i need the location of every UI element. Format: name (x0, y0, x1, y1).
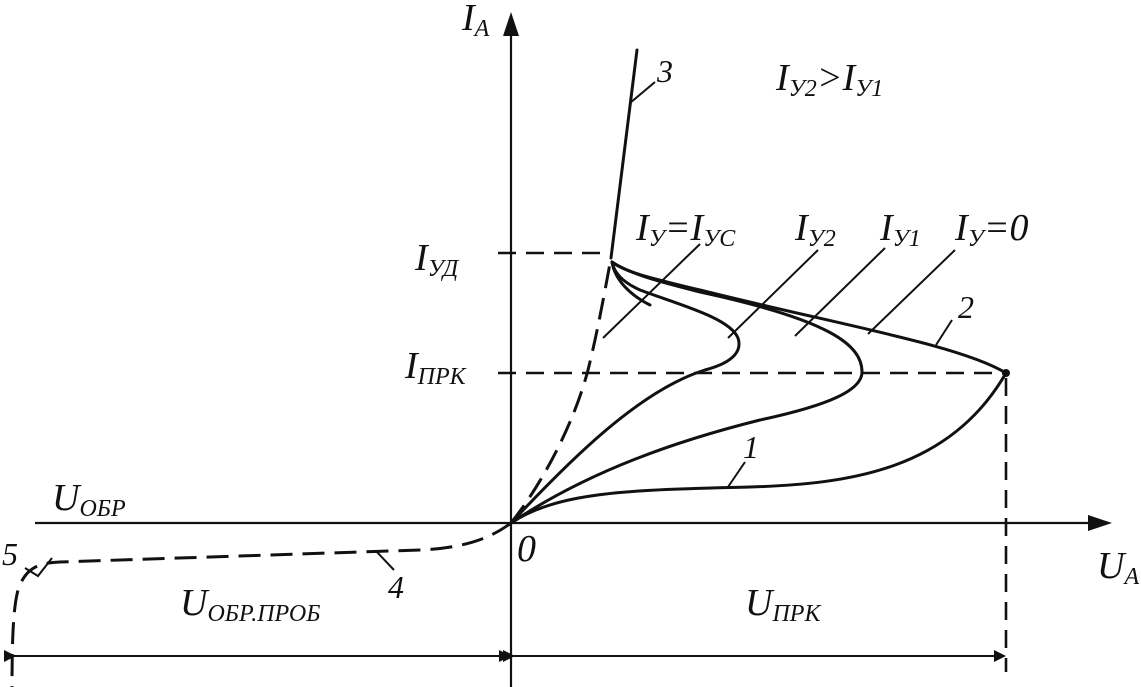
origin-label: 0 (517, 528, 536, 570)
x-axis-arrow (1088, 515, 1112, 531)
curve-number-5: 5 (2, 536, 18, 572)
leader-5 (24, 557, 53, 578)
leader-2 (935, 319, 953, 346)
leader-1 (727, 461, 746, 488)
i-ud-label: IУД (414, 237, 460, 282)
curve-iy-0 (509, 260, 1008, 525)
i-prk-label: IПРК (404, 345, 468, 390)
curve-number-1: 1 (743, 429, 759, 465)
leader-iy1 (794, 247, 886, 337)
leader-iy2 (727, 249, 819, 339)
leader-iy0 (867, 249, 956, 335)
label-iy-iyc: IУ=IУС (635, 207, 736, 252)
reverse-branch-curve (10, 521, 512, 687)
curve-iy-2 (509, 260, 741, 525)
label-iy1: IУ1 (879, 207, 921, 252)
u-obr-prob-label: UОБР.ПРОБ (180, 582, 320, 627)
label-iy2: IУ2 (794, 207, 836, 252)
leader-iy-iyc (602, 243, 701, 339)
u-prk-label: UПРК (745, 582, 822, 627)
condition-label: IУ2>IУ1 (775, 57, 883, 102)
label-iy0: IУ=0 (954, 207, 1028, 252)
x-axis-label: UA (1097, 545, 1139, 590)
y-axis-label: IA (461, 0, 490, 42)
y-axis-arrow (503, 12, 519, 36)
leader-4 (375, 550, 395, 571)
curve-2-breakover-point (1002, 369, 1010, 377)
curve-3-on-state (609, 48, 639, 260)
envelope-dashed-curve (509, 257, 613, 524)
curve-number-2: 2 (958, 289, 974, 325)
curve-iy-1 (509, 260, 864, 525)
curve-iy-iyc (610, 260, 652, 307)
leader-3 (629, 81, 656, 104)
curve-number-3: 3 (656, 53, 673, 89)
u-obr-axis-label: UОБР (52, 477, 126, 522)
curve-number-4: 4 (388, 569, 404, 605)
